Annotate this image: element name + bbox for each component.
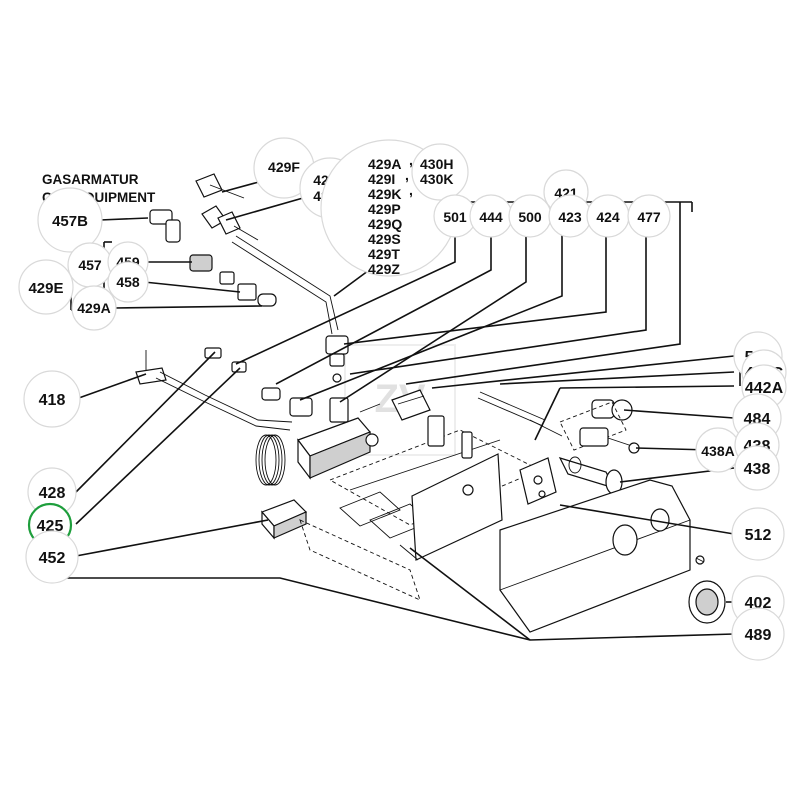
clip-515-part xyxy=(391,389,431,421)
ignition-unit-484-part xyxy=(591,399,633,421)
control-box-452-part xyxy=(260,499,308,540)
svg-text:429K: 429K xyxy=(368,186,401,202)
diagram-title-de: GASARMATUR xyxy=(42,172,139,187)
elbow-fitting-part xyxy=(149,209,181,243)
callout-428[interactable]: 428 xyxy=(27,467,77,517)
svg-text:458: 458 xyxy=(116,274,140,290)
callout-444[interactable]: 444 xyxy=(469,194,513,238)
svg-text:457: 457 xyxy=(78,257,102,273)
bracket-418-part xyxy=(135,350,167,385)
svg-text:430H: 430H xyxy=(420,156,453,172)
svg-text:430K: 430K xyxy=(420,171,453,187)
gas-tap-part xyxy=(559,401,640,454)
leader-lines xyxy=(58,179,735,641)
svg-text:438: 438 xyxy=(744,461,771,478)
callout-500[interactable]: 500 xyxy=(508,194,552,238)
fitting-429f-part xyxy=(195,173,245,199)
screw-part xyxy=(695,555,705,565)
svg-text:429S: 429S xyxy=(368,231,401,247)
svg-text:,: , xyxy=(409,182,413,198)
callout-430H-430K[interactable]: 430H 430K xyxy=(411,143,469,201)
svg-text:424: 424 xyxy=(596,209,620,225)
svg-text:457B: 457B xyxy=(52,213,88,230)
svg-text:438A: 438A xyxy=(701,443,734,459)
svg-text:477: 477 xyxy=(637,209,661,225)
svg-text:442A: 442A xyxy=(745,380,784,397)
piezo-igniter-438-part xyxy=(558,456,623,495)
svg-text:429E: 429E xyxy=(28,280,63,297)
base-plate xyxy=(299,429,542,601)
svg-text:512: 512 xyxy=(745,527,772,544)
svg-text:423: 423 xyxy=(558,209,582,225)
svg-text:444: 444 xyxy=(479,209,503,225)
fitting-459-part xyxy=(189,254,213,272)
svg-text:429Q: 429Q xyxy=(368,216,402,232)
mounting-panel xyxy=(399,453,503,561)
svg-text:489: 489 xyxy=(745,627,772,644)
callout-423[interactable]: 423 xyxy=(548,194,592,238)
callout-458[interactable]: 458 xyxy=(107,261,149,303)
svg-text:,: , xyxy=(405,167,409,183)
callout-452[interactable]: 452 xyxy=(25,530,79,584)
svg-text:428: 428 xyxy=(39,485,66,502)
callout-438-lower[interactable]: 438 xyxy=(734,445,780,491)
svg-text:429F: 429F xyxy=(268,159,300,175)
callout-418[interactable]: 418 xyxy=(23,370,81,428)
svg-text:425: 425 xyxy=(37,518,64,535)
capillary-coil-part xyxy=(255,434,286,486)
bezel-ring-402-part xyxy=(688,580,726,624)
svg-text:429A: 429A xyxy=(77,300,110,316)
svg-text:500: 500 xyxy=(518,209,542,225)
callouts: 457B 429F 429B 429C 429A , 429I , 429K ,… xyxy=(18,137,787,661)
callout-512[interactable]: 512 xyxy=(731,507,785,561)
olive-ring-part xyxy=(219,271,235,285)
callout-429A[interactable]: 429A xyxy=(71,285,117,331)
bracket-part xyxy=(519,457,557,505)
svg-text:429Z: 429Z xyxy=(368,261,400,277)
callout-489[interactable]: 489 xyxy=(731,607,785,661)
svg-text:429T: 429T xyxy=(368,246,400,262)
callout-457[interactable]: 457 xyxy=(67,242,113,288)
parts-drawing xyxy=(135,173,726,633)
svg-text:,: , xyxy=(409,152,413,168)
svg-text:429A: 429A xyxy=(368,156,401,172)
svg-text:501: 501 xyxy=(443,209,467,225)
svg-text:429I: 429I xyxy=(368,171,395,187)
svg-text:429P: 429P xyxy=(368,201,401,217)
svg-text:402: 402 xyxy=(745,595,772,612)
svg-text:418: 418 xyxy=(39,392,66,409)
callout-501[interactable]: 501 xyxy=(433,194,477,238)
hose-nozzle-part xyxy=(201,205,259,241)
callout-429E[interactable]: 429E xyxy=(18,259,74,315)
callout-429F[interactable]: 429F xyxy=(253,137,315,199)
callout-477[interactable]: 477 xyxy=(627,194,671,238)
callout-438A[interactable]: 438A xyxy=(695,427,741,473)
nut-458-part xyxy=(237,283,257,301)
gas-valve-assembly xyxy=(289,397,381,480)
callout-457B[interactable]: 457B xyxy=(37,187,103,253)
callout-424[interactable]: 424 xyxy=(586,194,630,238)
sleeve-429a-part xyxy=(257,293,277,307)
svg-text:452: 452 xyxy=(39,550,66,567)
